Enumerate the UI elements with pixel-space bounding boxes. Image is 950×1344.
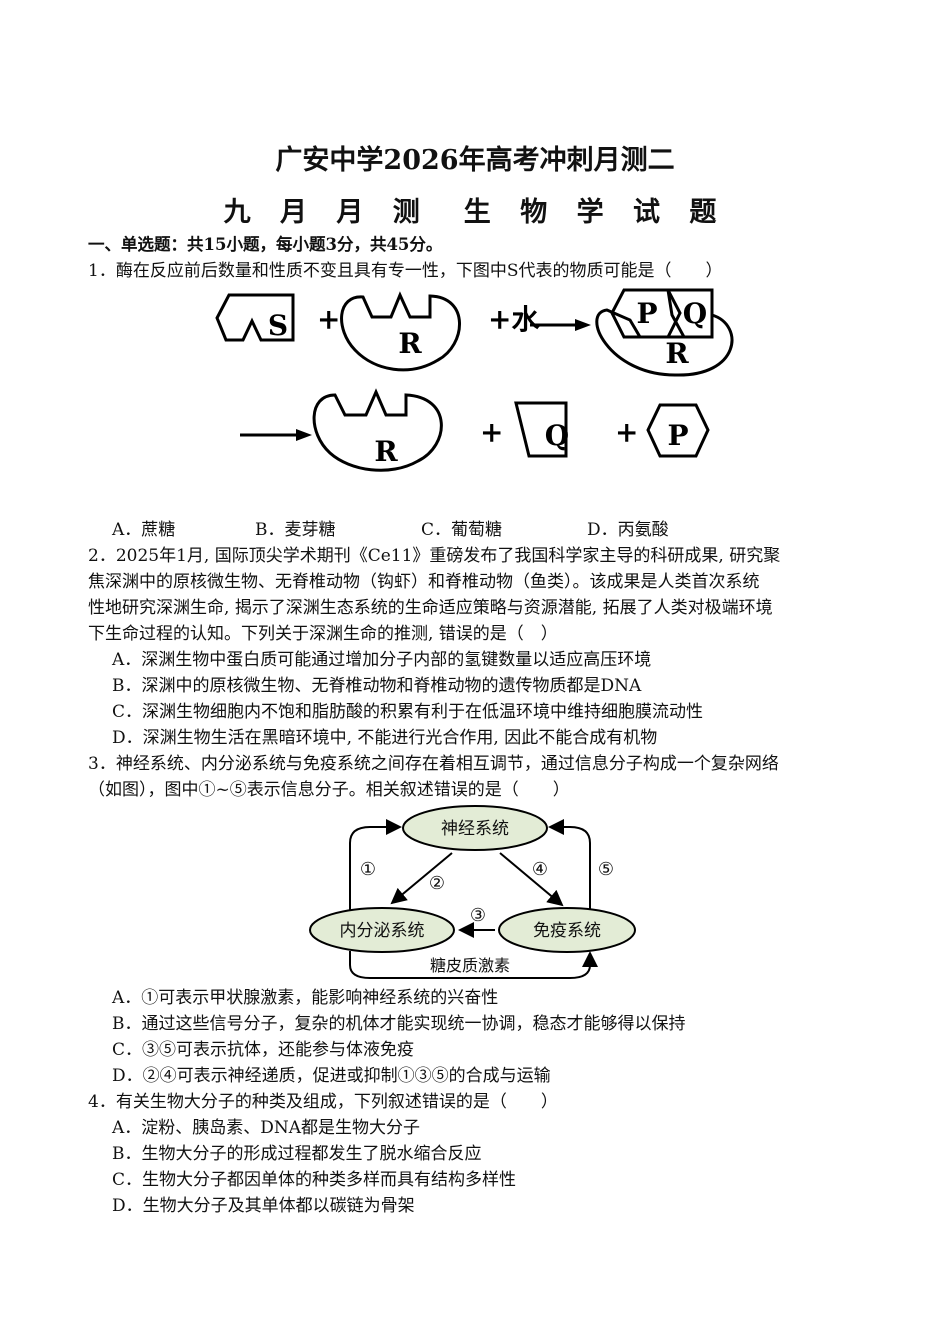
label-immune-system: 免疫系统 [533,921,601,941]
question-3-stem-line-2: （如图），图中①~⑤表示信息分子。相关叙述错误的是（ ） [88,780,570,800]
enzyme-r-shape [340,291,461,372]
label-q-1: Q [683,297,707,330]
exam-title: 广安中学2026年高考冲刺月测二 [275,145,675,176]
plus-2: + [480,416,503,449]
immune-system-node [498,907,636,953]
label-r-3: R [374,435,398,468]
enzyme-reaction-diagram: S R P Q R R Q P + +水 + + [215,288,734,472]
label-p-1: P [636,297,657,330]
regulation-network-diagram: 神经系统 内分泌系统 免疫系统 ① ② ③ ④ ⑤ 糖皮质激素 [309,805,636,979]
question-4-stem: 4．有关生物大分子的种类及组成，下列叙述错误的是（ ） [88,1092,558,1112]
question-2-stem-line-3: 性地研究深渊生命, 揭示了深渊生态系统的生命适应策略与资源潜能, 拓展了人类对极… [88,598,773,618]
q4-option-a[interactable]: A．淀粉、胰岛素、DNA都是生物大分子 [112,1118,421,1138]
q3-option-d[interactable]: D．②④可表示神经递质，促进或抑制①③⑤的合成与运输 [112,1066,551,1086]
label-r-1: R [398,327,422,360]
question-2-stem-line-4: 下生命过程的认知。下列关于深渊生命的推测, 错误的是（ ） [88,624,558,644]
q1-option-b[interactable]: B．麦芽糖 [255,520,336,540]
q4-option-d[interactable]: D．生物大分子及其单体都以碳链为骨架 [112,1196,415,1216]
label-p-2: P [667,419,688,452]
subtitle-month-test: 九 月 月 测 [223,197,430,228]
label-endocrine-system: 内分泌系统 [340,921,425,941]
section-heading: 一、单选题：共15小题，每小题3分，共45分。 [88,235,443,254]
plus-1: + [317,303,340,336]
label-nervous-system: 神经系统 [441,819,509,839]
subtitle-subject: 生 物 学 试 题 [463,197,727,228]
q1-option-a[interactable]: A．蔗糖 [112,520,176,540]
system-nodes [309,805,636,953]
label-molecule-1: ① [360,859,376,880]
label-molecule-5: ⑤ [598,859,614,880]
question-2-stem-line-2: 焦深渊中的原核微生物、无脊椎动物（钩虾）和脊椎动物（鱼类）。该成果是人类首次系统 [88,572,760,592]
question-2-stem-line-1: 2．2025年1月, 国际顶尖学术期刊《Ce11》重磅发布了我国科学家主导的科研… [88,546,781,566]
endocrine-system-node [309,907,455,953]
label-glucocorticoid: 糖皮质激素 [430,956,510,975]
q1-option-c[interactable]: C．葡萄糖 [421,520,503,540]
q4-option-b[interactable]: B．生物大分子的形成过程都发生了脱水缩合反应 [112,1144,482,1164]
product-p-shape [646,403,710,458]
question-3-stem-line-1: 3．神经系统、内分泌系统与免疫系统之间存在着相互调节，通过信息分子构成一个复杂网… [88,754,779,774]
question-1-stem: 1．酶在反应前后数量和性质不变且具有专一性，下图中S代表的物质可能是（ ） [88,261,723,281]
q3-option-a[interactable]: A．①可表示甲状腺激素，能影响神经系统的兴奋性 [112,988,499,1008]
plus-3: + [615,416,638,449]
label-molecule-4: ④ [532,859,548,880]
product-q-in-complex [666,288,714,339]
substrate-s-shape [215,293,295,342]
question-1-options: A．蔗糖 B．麦芽糖 C．葡萄糖 D．丙氨酸 [112,517,669,543]
q4-option-c[interactable]: C．生物大分子都因单体的种类多样而具有结构多样性 [112,1170,517,1190]
nervous-system-node [402,805,548,851]
label-molecule-2: ② [429,873,445,894]
q2-option-a[interactable]: A．深渊生物中蛋白质可能通过增加分子内部的氢键数量以适应高压环境 [112,650,652,670]
label-s: S [268,309,288,342]
q1-option-d[interactable]: D．丙氨酸 [587,520,669,540]
enzyme-r-released [312,388,443,472]
plus-water: +水 [488,303,540,336]
q2-option-d[interactable]: D．深渊生物生活在黑暗环境中, 不能进行光合作用, 因此不能合成有机物 [112,728,658,748]
label-molecule-3: ③ [470,905,486,926]
q2-option-c[interactable]: C．深渊生物细胞内不饱和脂肪酸的积累有利于在低温环境中维持细胞膜流动性 [112,702,704,722]
product-p-in-complex [610,288,682,339]
label-r-2: R [665,337,689,370]
exam-subtitle: 九 月 月 测生 物 学 试 题 [0,190,950,229]
product-q-shape [514,401,568,458]
q2-option-b[interactable]: B．深渊中的原核微生物、无脊椎动物和脊椎动物的遗传物质都是DNA [112,676,642,696]
label-q-2: Q [545,419,569,452]
q3-option-b[interactable]: B．通过这些信号分子，复杂的机体才能实现统一协调，稳态才能够得以保持 [112,1014,686,1034]
q3-option-c[interactable]: C．③⑤可表示抗体，还能参与体液免疫 [112,1040,415,1060]
